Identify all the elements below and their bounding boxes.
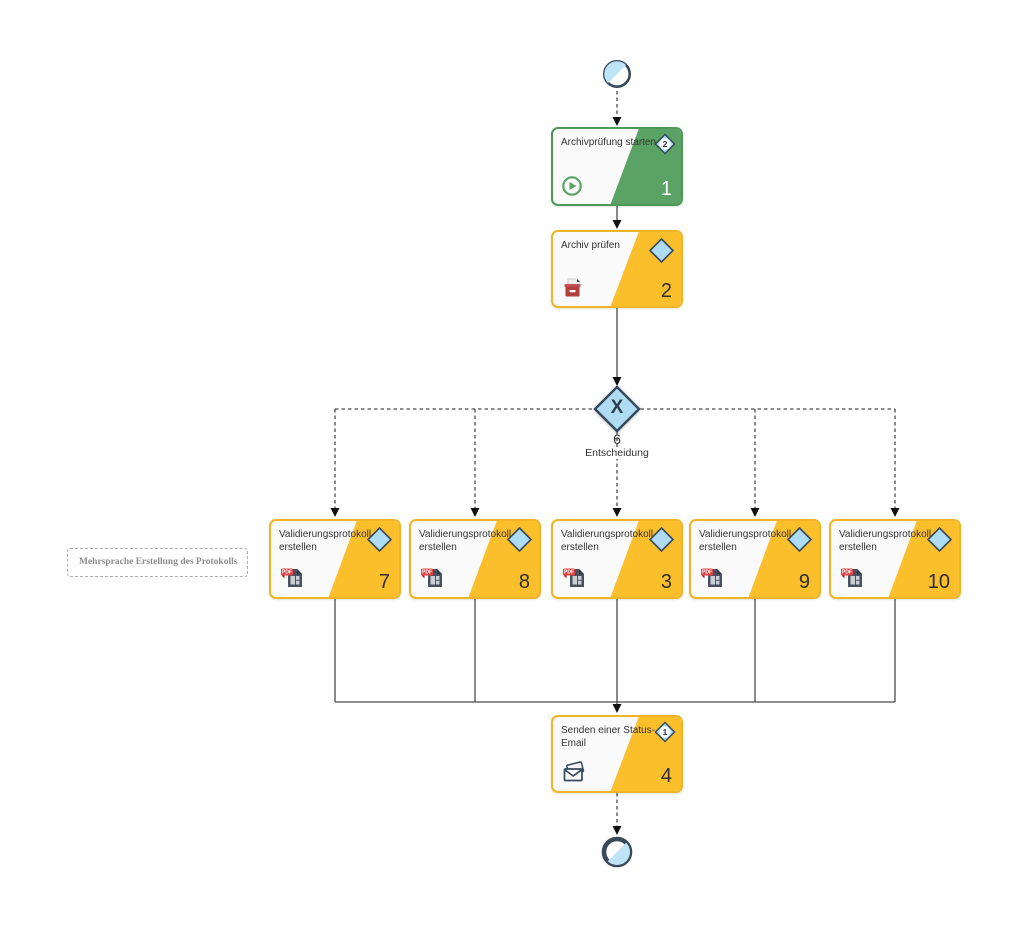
task-number: 1 — [660, 178, 672, 200]
task-validierungsprotokoll-9[interactable]: Validierungsprotokoll erstellen PDF 9 — [689, 519, 821, 599]
pdf-label: PDF — [282, 570, 292, 576]
gateway-diamond-icon — [593, 385, 641, 433]
start-event[interactable] — [600, 57, 634, 96]
task-number: 9 — [798, 571, 810, 593]
pdf-label: PDF — [564, 570, 574, 576]
text-annotation: Mehrsprache Erstellung des Protokolls — [67, 548, 248, 577]
gateway-x-symbol: X — [610, 397, 624, 418]
task-title: Archiv prüfen — [561, 240, 620, 251]
diamond-marker-icon — [366, 526, 393, 553]
diamond-marker-icon — [506, 526, 533, 553]
pdf-icon: PDF — [701, 568, 722, 587]
exclusive-gateway[interactable] — [593, 385, 641, 438]
play-icon — [562, 176, 582, 196]
pdf-label: PDF — [702, 570, 712, 576]
pdf-label: PDF — [842, 570, 852, 576]
task-title: Validierungsprotokoll erstellen — [279, 529, 372, 553]
task-title: Archivprüfung starten — [561, 137, 657, 148]
task-number: 4 — [660, 765, 672, 787]
task-number: 10 — [927, 571, 950, 593]
task-validierungsprotokoll-7[interactable]: Validierungsprotokoll erstellen PDF 7 — [269, 519, 401, 599]
diamond-marker-icon — [648, 237, 675, 264]
task-status-email[interactable]: Senden einer Status-Email 1 4 — [551, 715, 683, 793]
task-validierungsprotokoll-10[interactable]: Validierungsprotokoll erstellen PDF 10 — [829, 519, 961, 599]
pdf-label: PDF — [422, 570, 432, 576]
pdf-icon: PDF — [563, 568, 584, 587]
task-number: 3 — [660, 571, 672, 593]
archive-icon — [564, 278, 581, 297]
badge-count: 1 — [663, 727, 668, 737]
diamond-marker-icon — [786, 526, 813, 553]
start-event-icon — [603, 60, 631, 88]
badge-count: 2 — [663, 139, 668, 149]
pdf-icon: PDF — [841, 568, 862, 587]
diamond-marker-icon — [648, 526, 675, 553]
task-validierungsprotokoll-3[interactable]: Validierungsprotokoll erstellen PDF 3 — [551, 519, 683, 599]
task-title: Senden einer Status-Email — [561, 725, 655, 749]
diamond-marker-icon — [926, 526, 953, 553]
end-event[interactable] — [599, 834, 635, 875]
task-number: 7 — [378, 571, 390, 593]
end-event-icon — [601, 836, 633, 868]
task-title: Validierungsprotokoll erstellen — [419, 529, 512, 553]
task-title: Validierungsprotokoll erstellen — [839, 529, 932, 553]
instance-count-badge: 1 — [654, 721, 676, 743]
task-archivpruefung-starten[interactable]: Archivprüfung starten 2 1 — [551, 127, 683, 206]
task-number: 2 — [660, 280, 672, 302]
pdf-icon: PDF — [421, 568, 442, 587]
task-archiv-pruefen[interactable]: Archiv prüfen 2 — [551, 230, 683, 308]
instance-count-badge: 2 — [654, 133, 676, 155]
annotation-text: Mehrsprache Erstellung des Protokolls — [79, 557, 238, 567]
task-validierungsprotokoll-8[interactable]: Validierungsprotokoll erstellen PDF 8 — [409, 519, 541, 599]
pdf-icon: PDF — [281, 568, 302, 587]
gateway-number: 6 — [613, 431, 621, 447]
gateway-label: Entscheidung — [583, 447, 651, 459]
task-title: Validierungsprotokoll erstellen — [561, 529, 654, 553]
task-title: Validierungsprotokoll erstellen — [699, 529, 792, 553]
task-number: 8 — [518, 571, 530, 593]
envelope-icon — [563, 761, 585, 782]
